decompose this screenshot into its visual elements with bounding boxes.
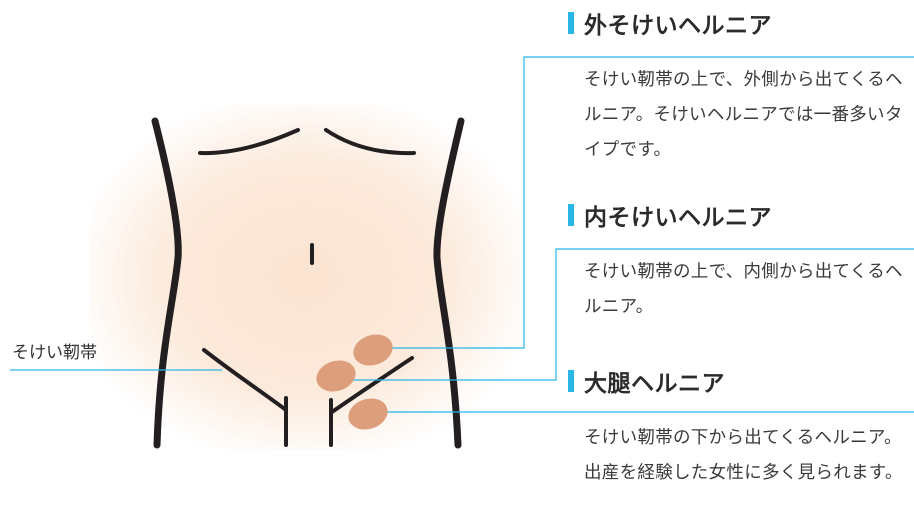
section-description: そけい靭帯の下から出てくるヘルニア。出産を経験した女性に多く見られます。	[584, 421, 912, 491]
section-title-row: 内そけいヘルニア	[568, 200, 914, 230]
title-marker	[568, 12, 574, 34]
section-title: 大腿ヘルニア	[584, 364, 725, 398]
section-title: 外そけいヘルニア	[584, 6, 772, 40]
section-title: 内そけいヘルニア	[584, 198, 772, 232]
title-marker	[568, 204, 574, 226]
section-outer-inguinal-hernia: 外そけいヘルニア そけい靭帯の上で、外側から出てくるヘルニア。そけいヘルニアでは…	[568, 8, 914, 38]
section-description: そけい靭帯の上で、外側から出てくるヘルニア。そけいヘルニアでは一番多いタイプです…	[584, 63, 912, 168]
ligament-label: そけい靭帯	[12, 338, 97, 363]
section-title-row: 外そけいヘルニア	[568, 8, 914, 38]
section-inner-inguinal-hernia: 内そけいヘルニア そけい靭帯の上で、内側から出てくるヘルニア。	[568, 200, 914, 230]
section-femoral-hernia: 大腿ヘルニア そけい靭帯の下から出てくるヘルニア。出産を経験した女性に多く見られ…	[568, 366, 914, 396]
section-title-row: 大腿ヘルニア	[568, 366, 914, 396]
title-marker	[568, 370, 574, 392]
section-description: そけい靭帯の上で、内側から出てくるヘルニア。	[584, 255, 912, 325]
